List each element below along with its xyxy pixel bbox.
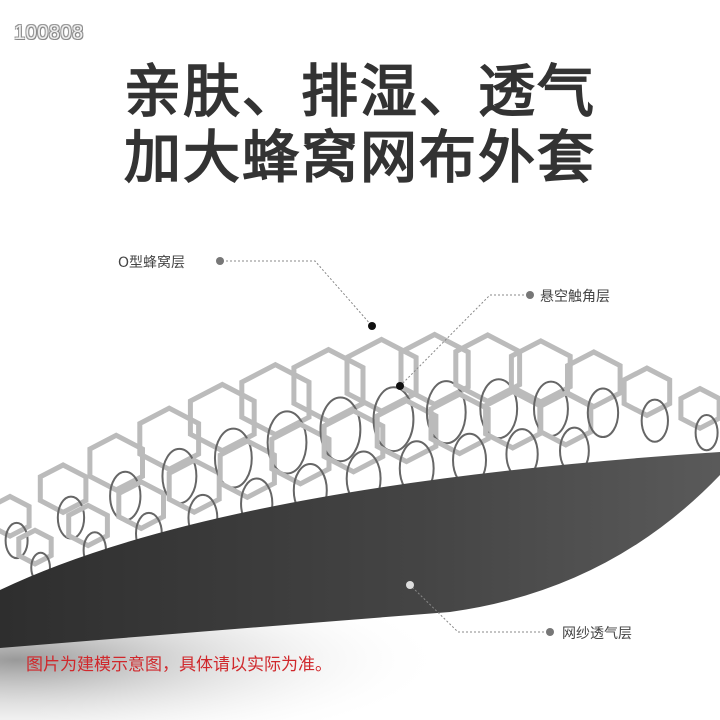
label-dot [368,322,376,330]
hexagon-cell [217,438,277,501]
hexagon-cell [116,479,166,532]
spacer-loop [425,380,467,445]
hexagon-cell [87,432,145,493]
disclaimer-note: 图片为建模示意图，具体请以实际为准。 [26,655,332,675]
leader-lines [222,260,548,633]
spacer-loop [586,387,620,439]
hexagon-cell [374,397,439,465]
hexagon-cell [187,381,257,454]
label-mesh-layer: 网纱透气层 [562,626,632,642]
title-line-2: 加大蜂窝网布外套 [124,125,596,191]
hexagon-cell [16,527,54,567]
hexagon-cell [565,349,623,410]
label-dot [396,382,404,390]
spacer-loop [4,521,29,560]
hexagon-cell [66,502,110,549]
hexagon-cell [137,405,202,473]
spacer-loop [266,410,308,475]
label-dot [216,257,224,265]
hexagon-cell [621,365,673,419]
hexagon-cell [321,407,386,475]
spacer-loop [372,386,415,453]
title-line-1: 亲肤、排湿、透气 [124,59,596,125]
honeycomb-structure [0,331,720,584]
label-honeycomb-layer: O型蜂窝层 [118,255,186,271]
mesh-sheet [0,452,720,648]
spacer-loop [319,396,362,463]
spacer-loop [109,470,142,522]
hexagon-cell [269,421,332,487]
watermark: 100808 [14,22,84,44]
label-dot [546,628,554,636]
label-suspended-layer: 悬空触角层 [540,289,610,305]
hexagon-cell [678,385,720,432]
label-dot [406,581,414,589]
hexagon-cell [37,462,89,516]
spacer-loop [694,414,719,452]
spacer-loop [640,398,669,443]
label-dot [526,291,534,299]
hexagon-cell [508,338,573,405]
hexagon-cell [428,391,491,457]
hexagon-cell [0,493,32,539]
